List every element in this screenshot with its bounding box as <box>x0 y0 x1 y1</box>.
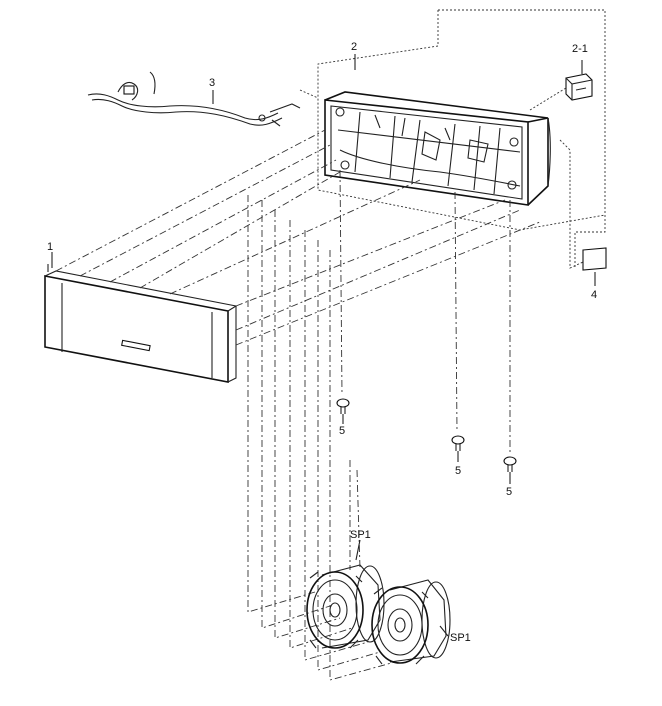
label-cable: 3 <box>209 77 215 89</box>
cabinet-group-boundary <box>317 9 606 268</box>
projection-lines <box>55 129 541 681</box>
label-terminal: 2-1 <box>572 43 588 55</box>
front-grille <box>44 264 238 383</box>
foot-center <box>336 398 350 414</box>
label-speaker-bottom: SP1 <box>450 632 471 644</box>
label-foot-center: 5 <box>339 425 345 437</box>
speaker-cabinet <box>324 91 551 206</box>
nameplate-part <box>559 139 607 286</box>
label-foot-right: 5 <box>506 486 512 498</box>
label-speaker-top: SP1 <box>350 529 371 541</box>
foot-right <box>503 456 517 472</box>
label-front-grille: 1 <box>47 241 53 253</box>
label-foot-middle: 5 <box>455 465 461 477</box>
terminal-part <box>529 60 593 111</box>
label-cabinet: 2 <box>351 41 357 53</box>
speaker-unit-right <box>371 579 451 665</box>
cable-assembly <box>87 71 319 127</box>
label-nameplate: 4 <box>591 289 597 301</box>
foot-middle <box>451 435 465 451</box>
leader-lines <box>51 54 511 637</box>
